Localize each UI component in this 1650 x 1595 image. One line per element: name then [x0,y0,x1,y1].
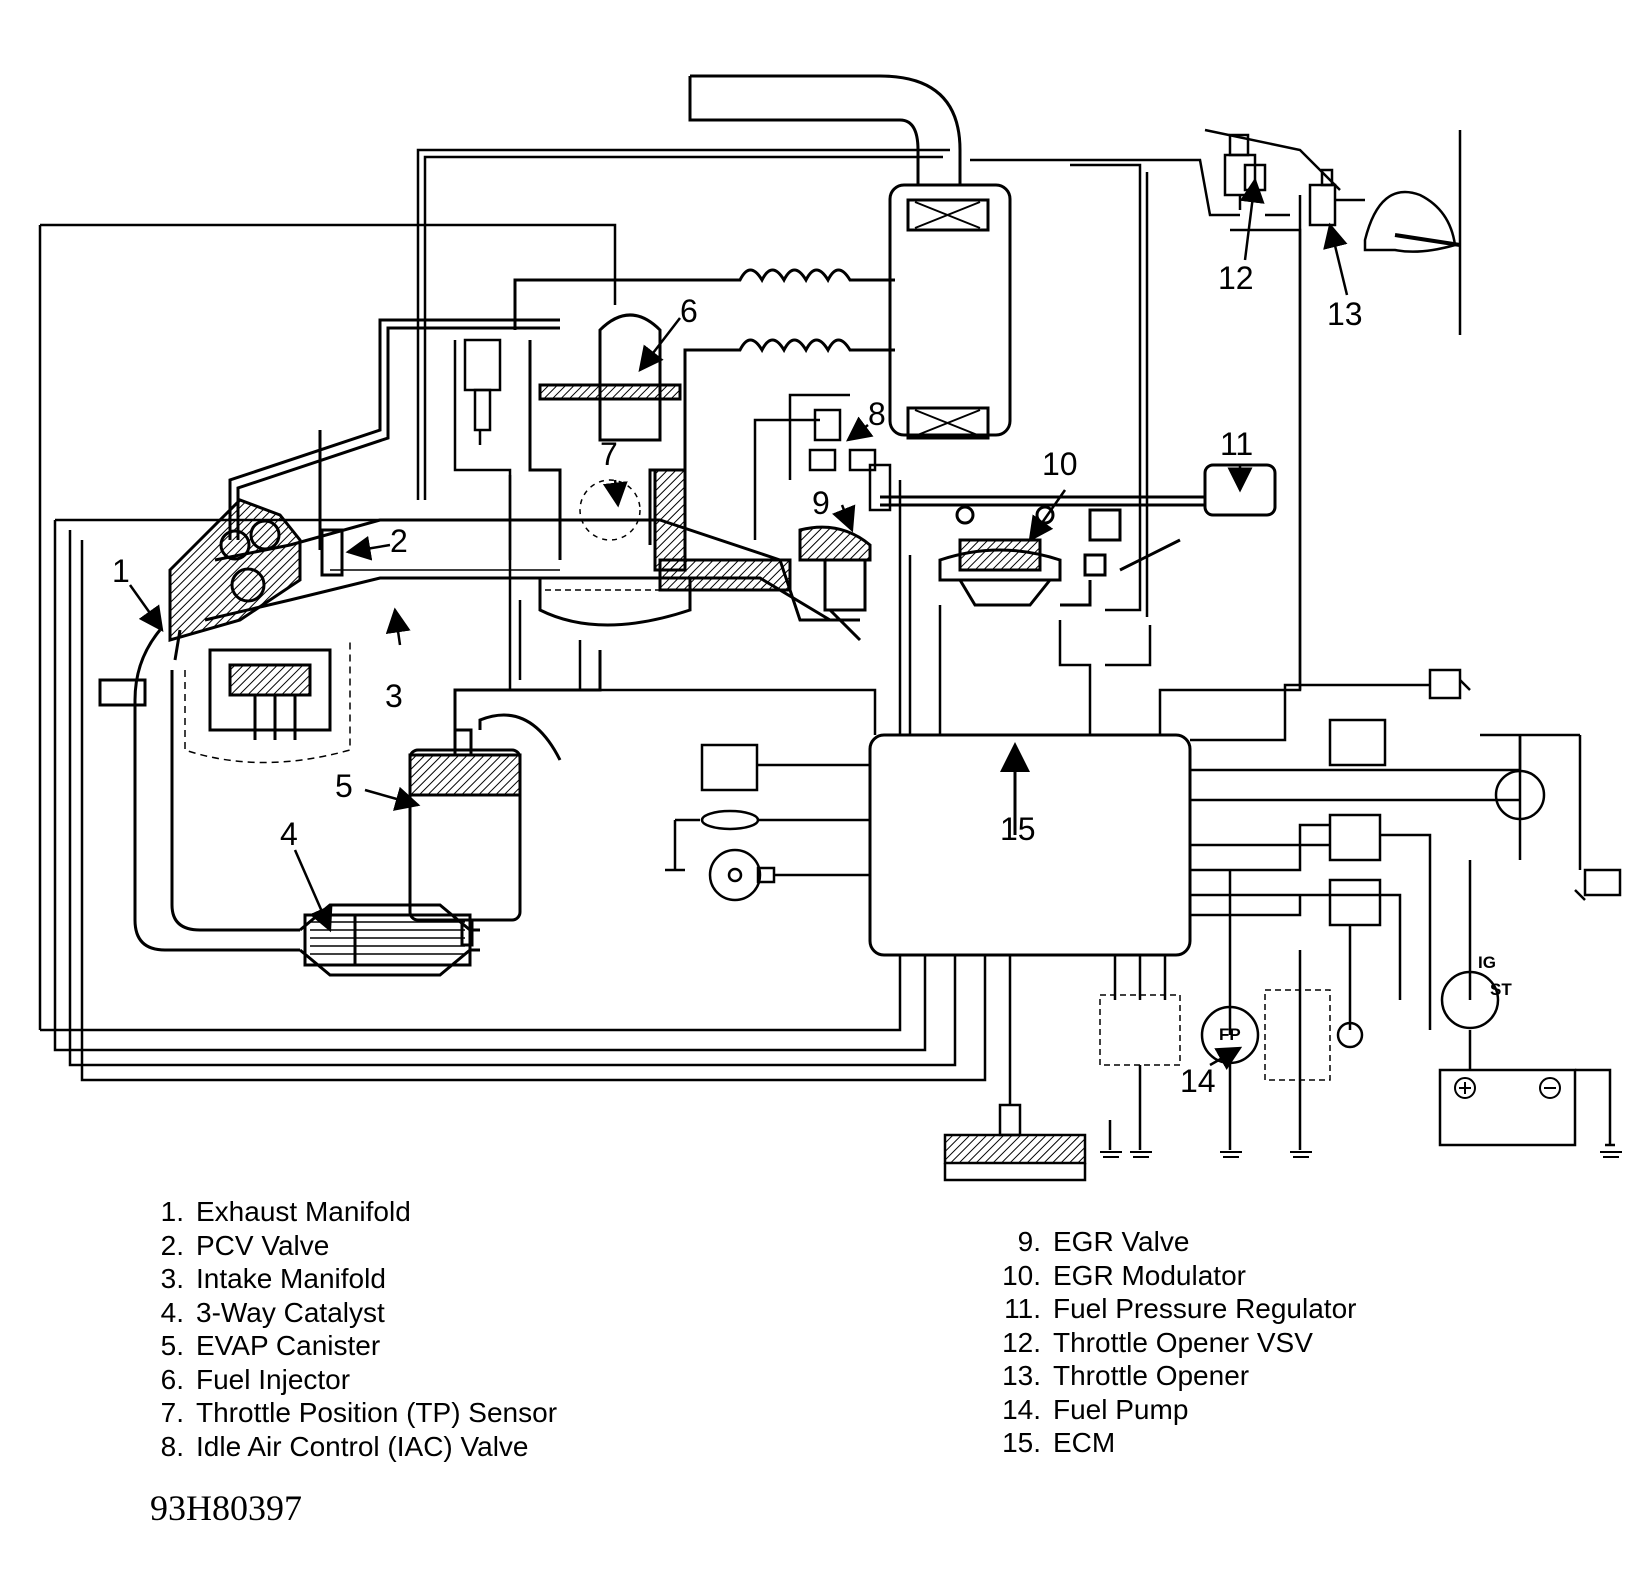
callout-6: 6 [680,293,698,329]
callout-14: 14 [1180,1063,1216,1099]
ignition-ig-label: IG [1478,953,1496,972]
legend-label: EGR Modulator [1053,1259,1246,1291]
legend-num: 13. [1002,1360,1041,1391]
legend-num: 6. [160,1363,184,1395]
legend-item: 7. Throttle Position (TP) Sensor [140,1396,557,1430]
legend-item: 10. EGR Modulator [985,1259,1356,1293]
legend-item: 15. ECM [985,1426,1356,1460]
callout-9: 9 [812,485,830,521]
legend-label: 3-Way Catalyst [196,1296,385,1328]
vacuum-lines [38,128,1341,1030]
air-intake-duct [688,74,1012,440]
legend-num: 4. [160,1296,184,1328]
legend-item: 4. 3-Way Catalyst [140,1296,557,1330]
legend-num: 12. [1002,1326,1041,1358]
bottom-wiring [943,955,1181,1182]
callout-11: 11 [1220,426,1254,462]
legend-label: Fuel Pump [1053,1393,1189,1425]
legend-label: EVAP Canister [196,1330,381,1361]
engine-cylinder [168,498,351,764]
callout-13: 13 [1327,296,1363,332]
legend-label: Throttle Opener VSV [1053,1326,1313,1358]
legend-item: 1. Exhaust Manifold [140,1195,557,1229]
fuel-injector-device [453,338,512,560]
egr-valve [798,525,872,642]
legend-item: 3. Intake Manifold [140,1262,557,1296]
legend-label: Fuel Injector [196,1363,351,1395]
legend-item: 12. Throttle Opener VSV [985,1326,1356,1360]
legend-item: 6. Fuel Injector [140,1363,557,1397]
legend-item: 5. EVAP Canister [140,1329,557,1363]
throttle-opener-vsv [1223,133,1267,210]
legend-item: 2. PCV Valve [140,1229,557,1263]
legend-item: 9. EGR Valve [985,1225,1356,1259]
legend-item: 11. Fuel Pressure Regulator [985,1292,1356,1326]
ground-symbols [1100,1151,1622,1158]
legend-item: 8. Idle Air Control (IAC) Valve [140,1430,557,1464]
pcv-lines [228,318,560,577]
right-side-wiring [1190,668,1622,1150]
legend-num: 14. [1002,1393,1041,1425]
throttle-opener [1308,130,1462,335]
legend-num: 2. [160,1229,184,1261]
legend-num: 7. [160,1397,184,1428]
legend-num: 1. [160,1196,184,1227]
throttle-body [528,313,792,592]
ignition-st-label: ST [1490,980,1512,999]
wiring-harness-loops [40,518,987,1082]
legend-label: Intake Manifold [196,1263,386,1294]
legend-item: 14. Fuel Pump [985,1393,1356,1427]
legend-label: Idle Air Control (IAC) Valve [196,1430,529,1462]
legend-num: 5. [160,1330,184,1361]
callout-4: 4 [280,816,298,852]
legend-label: EGR Valve [1053,1226,1190,1257]
callout-3: 3 [385,678,403,714]
callout-7: 7 [600,436,618,472]
legend-left: 1. Exhaust Manifold 2. PCV Valve 3. Intake … [140,1195,557,1463]
ecm-vacuum-lines [508,228,1302,735]
callout-8: 8 [868,396,886,432]
legend-label: Fuel Pressure Regulator [1053,1293,1357,1324]
callout-10: 10 [1042,446,1078,482]
figure-id: 93H80397 [150,1488,302,1528]
air-hoses [513,268,895,380]
iac-valve [753,393,892,540]
legend-label: Throttle Position (TP) Sensor [196,1397,558,1428]
legend-num: 11. [1004,1293,1041,1324]
egr-modulator [938,505,1181,607]
battery-terminals [1454,1077,1561,1099]
legend-num: 15. [1002,1427,1041,1458]
callout-5: 5 [335,768,353,804]
legend-label: Exhaust Manifold [196,1196,411,1227]
legend-label: ECM [1053,1427,1116,1458]
callout-15: 15 [1000,811,1036,847]
legend-item: 13. Throttle Opener [985,1359,1356,1393]
exhaust-pipe [98,629,300,952]
legend-num: 10. [1002,1259,1041,1291]
legend-label: Throttle Opener [1053,1360,1250,1391]
left-sensors [665,743,870,902]
callout-12: 12 [1218,260,1254,296]
legend-label: PCV Valve [196,1229,330,1261]
fuel-pump-fp-label: FP [1219,1025,1241,1044]
legend-num: 9. [1017,1226,1041,1257]
callout-1: 1 [112,553,130,589]
callout-2: 2 [390,523,408,559]
legend-num: 8. [160,1430,184,1462]
callout-leaders [128,177,1349,1070]
legend-num: 3. [160,1263,184,1294]
legend-right: 9. EGR Valve 10. EGR Modulator 11. Fuel Pre… [985,1225,1356,1460]
three-way-catalyst [299,903,480,977]
evap-canister [408,650,602,947]
